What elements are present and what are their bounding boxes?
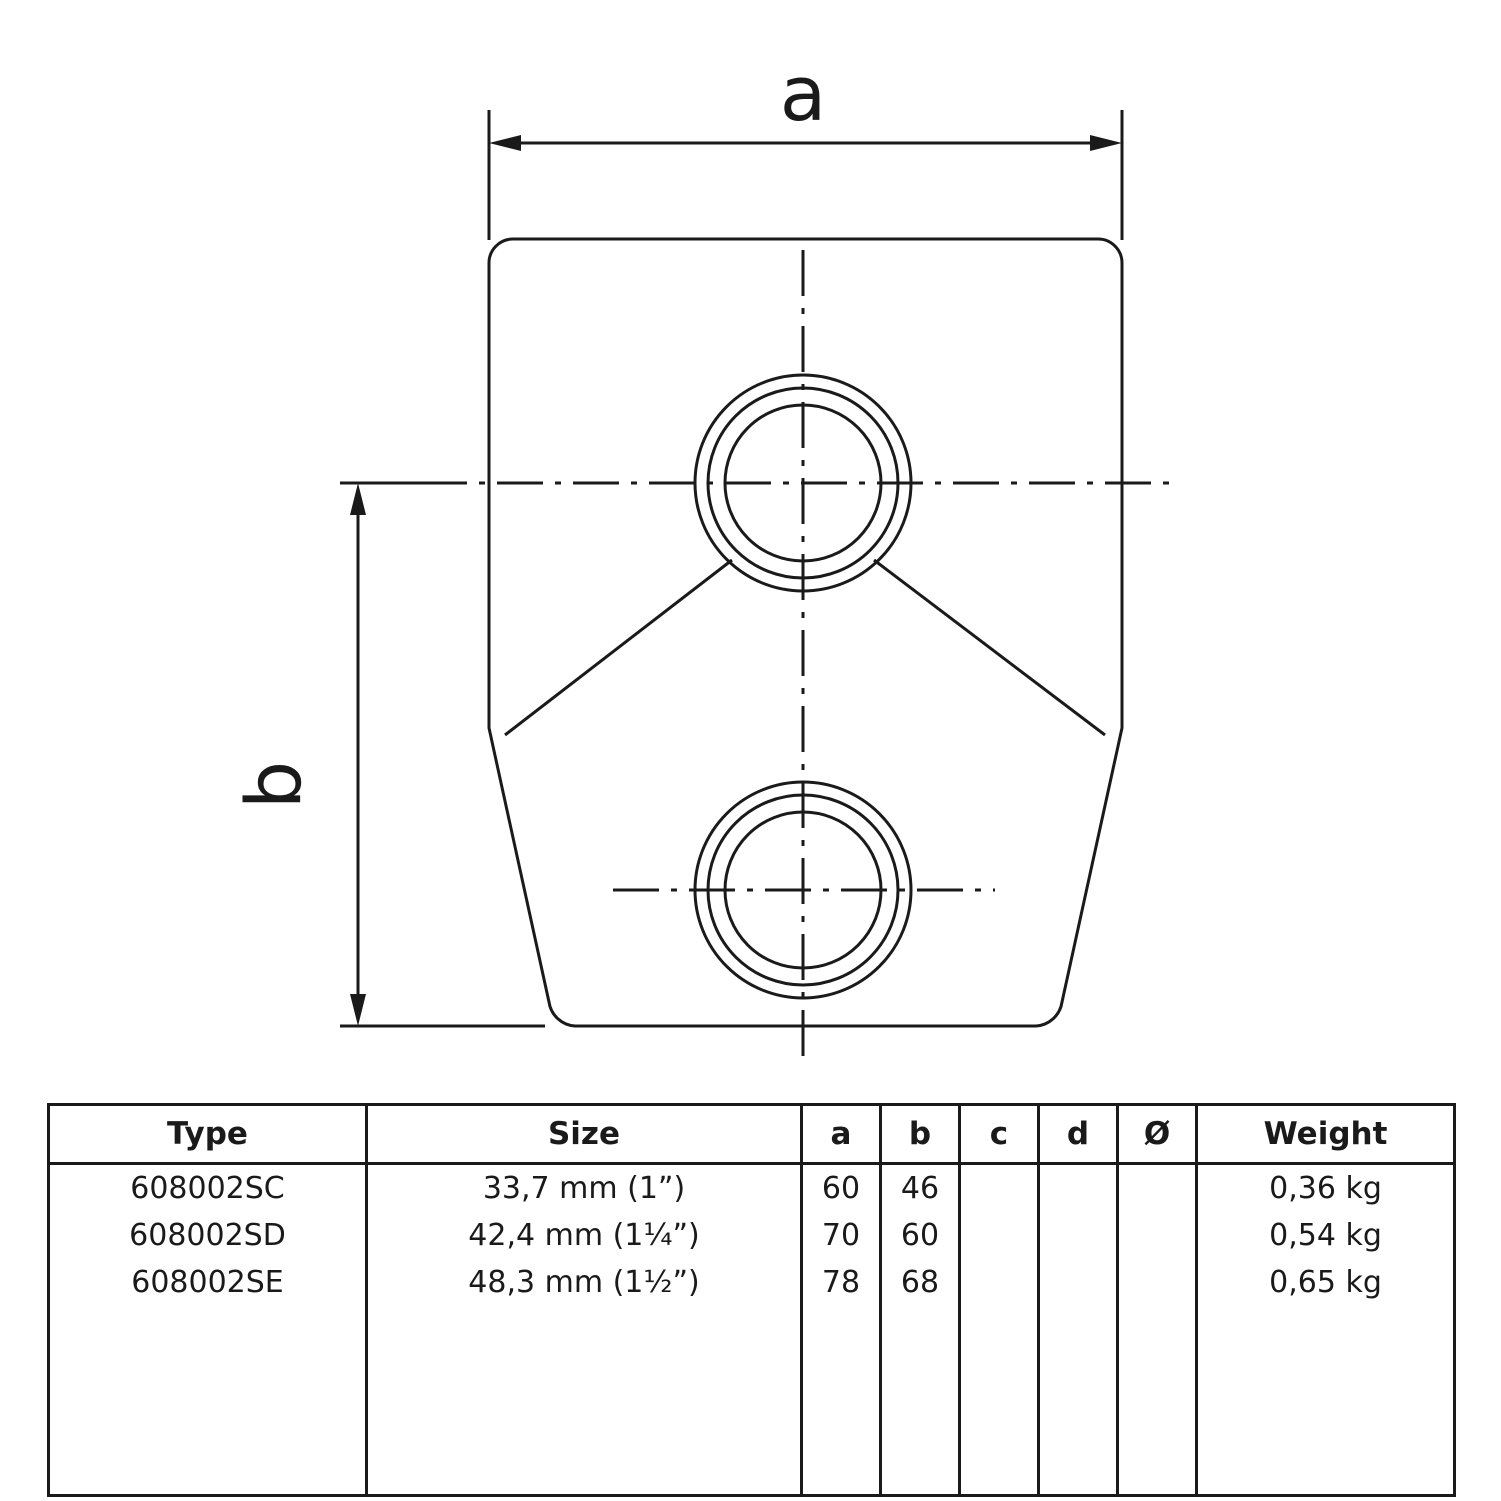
cell-type: 608002SC <box>47 1163 368 1212</box>
spec-table: Type Size a b c d Ø Weight 608002SC 33,7… <box>47 1103 1456 1497</box>
cell-empty <box>879 1306 961 1353</box>
cell-c <box>958 1259 1040 1306</box>
cell-empty <box>800 1353 882 1400</box>
cell-c <box>958 1212 1040 1259</box>
cell-size: 48,3 mm (1½”) <box>365 1259 803 1306</box>
cell-c <box>958 1163 1040 1212</box>
cell-empty <box>879 1400 961 1447</box>
header-a: a <box>800 1103 882 1165</box>
arrowhead-b-top <box>350 483 366 515</box>
cell-b: 68 <box>879 1259 961 1306</box>
cell-empty <box>879 1447 961 1497</box>
cell-empty <box>1037 1447 1119 1497</box>
cell-empty <box>365 1447 803 1497</box>
cell-empty <box>800 1400 882 1447</box>
table-empty-row <box>47 1447 1456 1497</box>
cell-empty <box>1116 1447 1198 1497</box>
cell-empty <box>365 1353 803 1400</box>
cell-empty <box>1195 1306 1456 1353</box>
cell-weight: 0,54 kg <box>1195 1212 1456 1259</box>
cell-empty <box>1116 1306 1198 1353</box>
arrowhead-a-left <box>489 135 521 151</box>
cell-b: 46 <box>879 1163 961 1212</box>
table-row: 608002SD 42,4 mm (1¼”) 70 60 0,54 kg <box>47 1212 1456 1259</box>
cell-empty <box>1195 1353 1456 1400</box>
table-row: 608002SE 48,3 mm (1½”) 78 68 0,65 kg <box>47 1259 1456 1306</box>
table-header-row: Type Size a b c d Ø Weight <box>47 1103 1456 1165</box>
cell-empty <box>800 1306 882 1353</box>
cell-empty <box>1037 1353 1119 1400</box>
technical-drawing: a b <box>229 49 1170 1060</box>
cell-empty <box>1116 1353 1198 1400</box>
cell-empty <box>1195 1447 1456 1497</box>
cell-diameter <box>1116 1212 1198 1259</box>
spec-table-head: Type Size a b c d Ø Weight <box>47 1103 1456 1165</box>
cell-size: 33,7 mm (1”) <box>365 1163 803 1212</box>
cell-empty <box>958 1353 1040 1400</box>
spec-table-container: Type Size a b c d Ø Weight 608002SC 33,7… <box>47 1103 1456 1497</box>
cell-b: 60 <box>879 1212 961 1259</box>
cell-empty <box>47 1353 368 1400</box>
cell-type: 608002SE <box>47 1259 368 1306</box>
table-empty-row <box>47 1400 1456 1447</box>
cell-a: 78 <box>800 1259 882 1306</box>
dimension-b-label: b <box>229 761 318 809</box>
cell-weight: 0,36 kg <box>1195 1163 1456 1212</box>
header-c: c <box>958 1103 1040 1165</box>
cell-diameter <box>1116 1259 1198 1306</box>
cell-empty <box>1037 1400 1119 1447</box>
transition-line-left <box>504 558 733 737</box>
cell-empty <box>958 1306 1040 1353</box>
header-d: d <box>1037 1103 1119 1165</box>
cell-a: 70 <box>800 1212 882 1259</box>
table-empty-row <box>47 1353 1456 1400</box>
spec-table-body: 608002SC 33,7 mm (1”) 60 46 0,36 kg 6080… <box>47 1163 1456 1497</box>
table-row: 608002SC 33,7 mm (1”) 60 46 0,36 kg <box>47 1163 1456 1212</box>
cell-empty <box>365 1306 803 1353</box>
header-type: Type <box>47 1103 368 1165</box>
fitting-body-outline <box>487 237 1124 1028</box>
table-empty-row <box>47 1306 1456 1353</box>
cell-weight: 0,65 kg <box>1195 1259 1456 1306</box>
cell-empty <box>879 1353 961 1400</box>
cell-empty <box>800 1447 882 1497</box>
cell-empty <box>47 1400 368 1447</box>
cell-empty <box>958 1447 1040 1497</box>
cell-empty <box>1037 1306 1119 1353</box>
header-weight: Weight <box>1195 1103 1456 1165</box>
arrowhead-a-right <box>1090 135 1122 151</box>
cell-empty <box>47 1306 368 1353</box>
cell-empty <box>958 1400 1040 1447</box>
header-diameter: Ø <box>1116 1103 1198 1165</box>
cell-a: 60 <box>800 1163 882 1212</box>
transition-line-right <box>873 558 1106 737</box>
cell-type: 608002SD <box>47 1212 368 1259</box>
header-size: Size <box>365 1103 803 1165</box>
cell-empty <box>47 1447 368 1497</box>
cell-d <box>1037 1259 1119 1306</box>
arrowhead-b-bottom <box>350 994 366 1026</box>
cell-d <box>1037 1212 1119 1259</box>
cell-empty <box>1116 1400 1198 1447</box>
dimension-a-label: a <box>780 49 827 138</box>
cell-d <box>1037 1163 1119 1212</box>
cell-size: 42,4 mm (1¼”) <box>365 1212 803 1259</box>
cell-empty <box>1195 1400 1456 1447</box>
cell-diameter <box>1116 1163 1198 1212</box>
cell-empty <box>365 1400 803 1447</box>
header-b: b <box>879 1103 961 1165</box>
